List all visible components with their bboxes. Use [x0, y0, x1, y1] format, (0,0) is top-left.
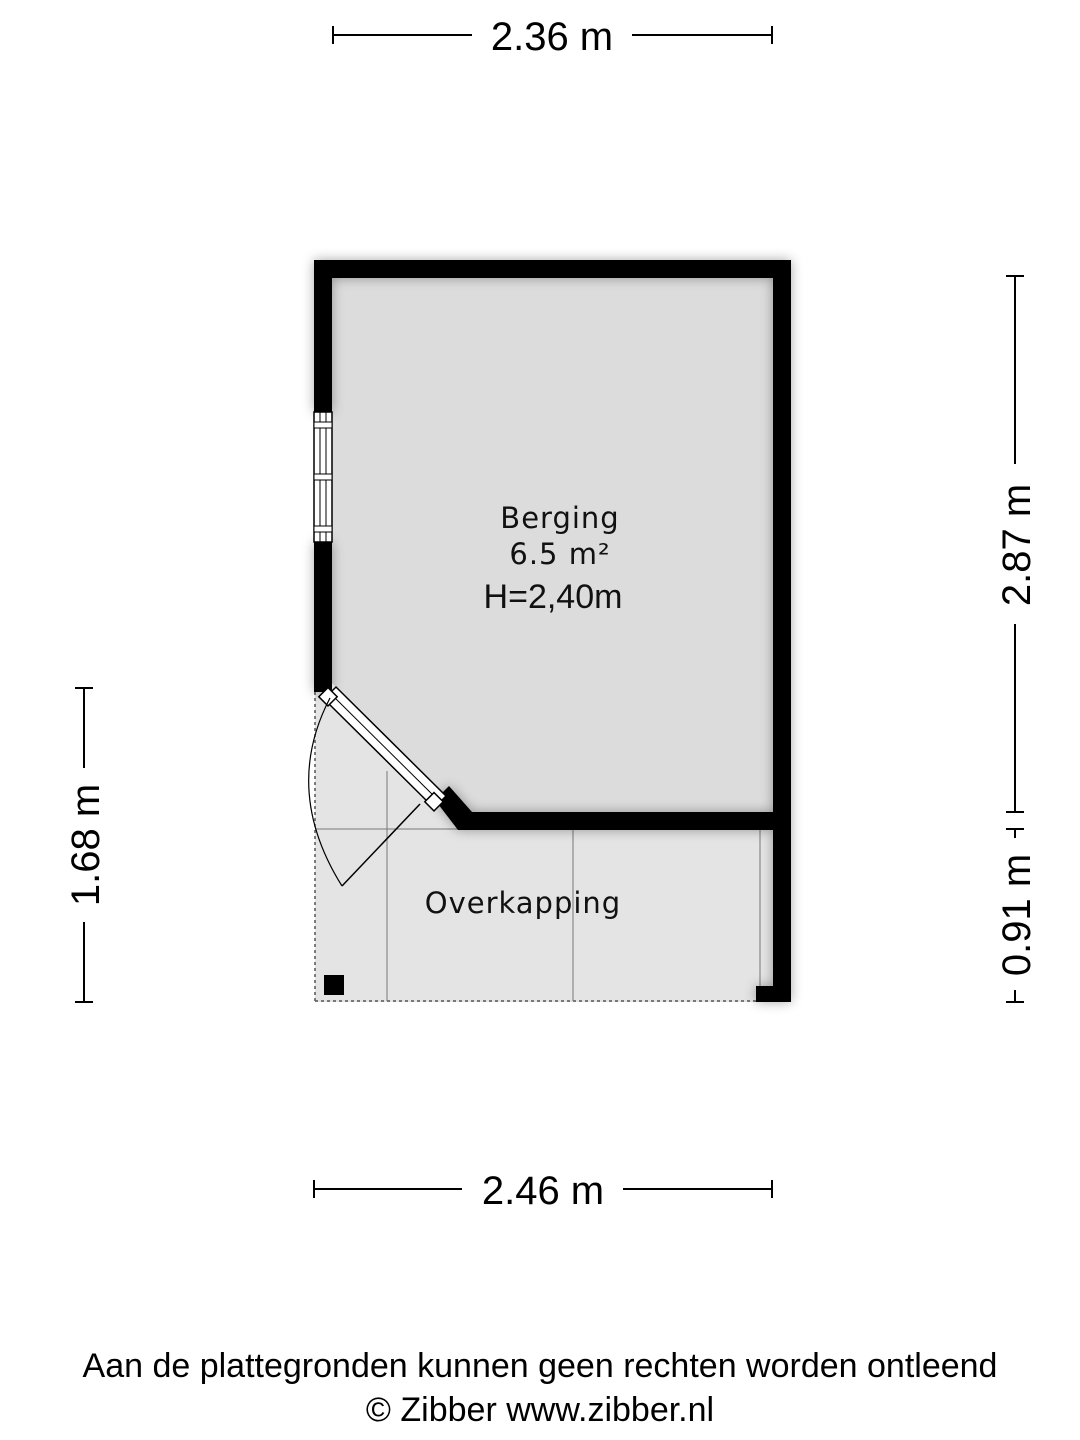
room-height-berging: H=2,40m — [484, 578, 623, 616]
dimension-left: 1.68 m — [64, 687, 108, 1003]
walls — [314, 260, 791, 1002]
dimension-top: 2.36 m — [332, 15, 773, 59]
footer-copyright: © Zibber www.zibber.nl — [365, 1391, 715, 1429]
room-name-overkapping: Overkapping — [425, 886, 621, 920]
window-left — [313, 411, 333, 543]
dimension-right-lower-label: 0.91 m — [995, 854, 1039, 976]
dimension-top-label: 2.36 m — [491, 15, 613, 59]
room-area-berging: 6.5 m² — [509, 537, 610, 571]
room-name-berging: Berging — [500, 501, 619, 535]
berging-floor — [332, 278, 773, 812]
door-diagonal — [308, 685, 448, 887]
dimension-bottom: 2.46 m — [313, 1169, 773, 1213]
support-post — [324, 975, 344, 995]
dimension-left-label: 1.68 m — [64, 784, 108, 906]
dimension-bottom-label: 2.46 m — [482, 1169, 604, 1213]
footer-disclaimer: Aan de plattegronden kunnen geen rechten… — [82, 1347, 998, 1385]
dimension-right: 2.87 m 0.91 m — [995, 275, 1039, 1003]
dimension-right-upper-label: 2.87 m — [995, 484, 1039, 606]
